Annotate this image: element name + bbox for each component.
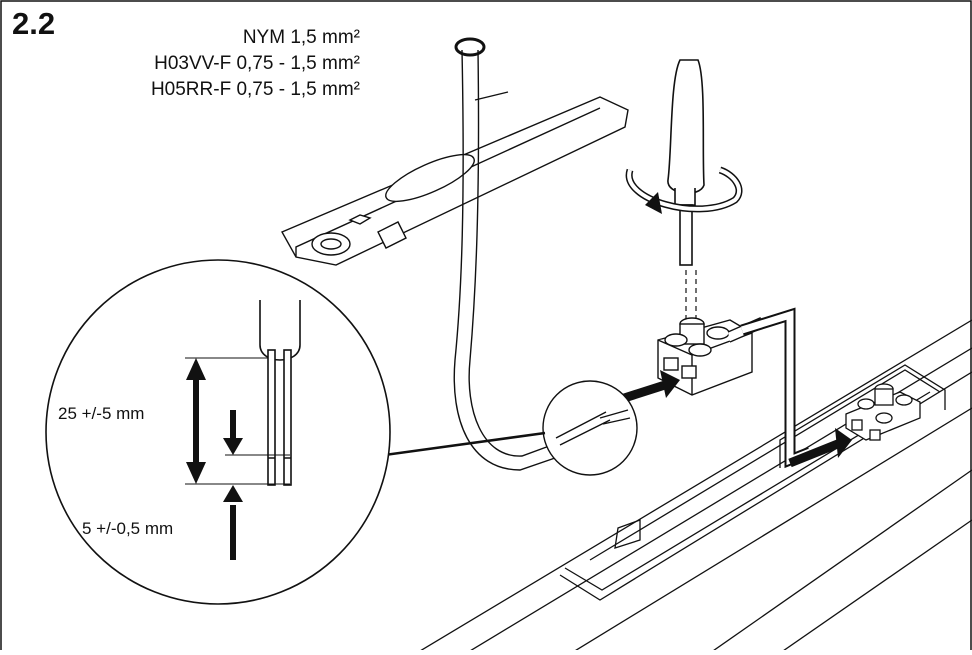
cable-detail-small xyxy=(542,380,638,476)
insertion-arrows xyxy=(616,307,852,469)
cable-detail-large xyxy=(45,259,391,605)
cable-spec-h03vv: H03VV-F 0,75 - 1,5 mm² xyxy=(154,53,360,74)
cable-spec-nym: NYM 1,5 mm² xyxy=(242,27,360,48)
cable-spec-h05rr: H05RR-F 0,75 - 1,5 mm² xyxy=(150,79,360,100)
supply-cable xyxy=(453,37,556,471)
luminaire-housing xyxy=(412,319,972,655)
dimension-arrows xyxy=(185,357,290,560)
step-number: 2.2 xyxy=(12,6,56,41)
strip-length-label: 25 +/-5 mm xyxy=(58,404,145,423)
tip-length-label: 5 +/-0,5 mm xyxy=(82,519,174,538)
screwdriver-icon xyxy=(625,59,743,320)
installed-terminal-block xyxy=(845,383,921,441)
cable-clamp-plate xyxy=(281,96,629,266)
